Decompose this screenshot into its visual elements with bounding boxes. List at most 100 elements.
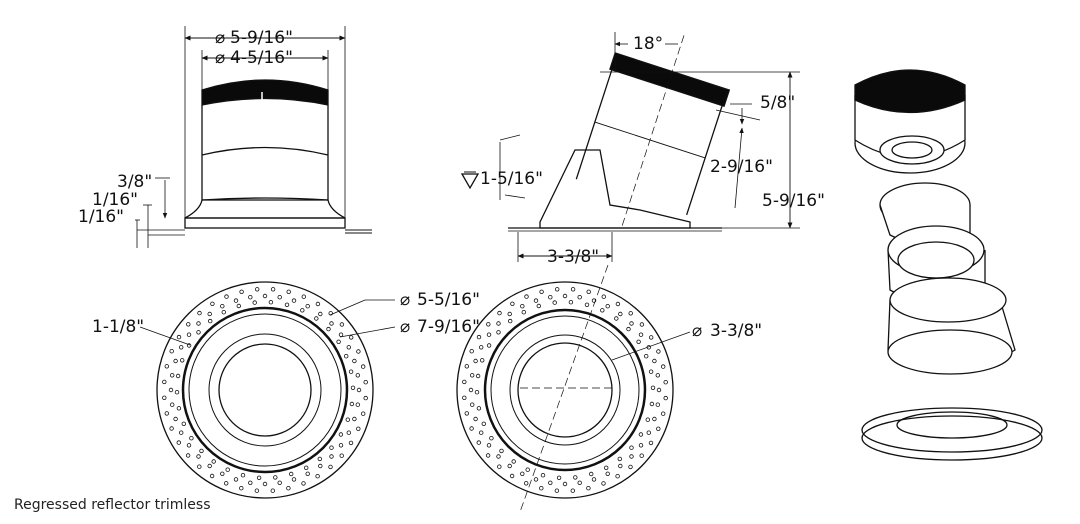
- perforation-hole: [301, 481, 306, 486]
- dim-plan-offset: 1-1/8": [92, 317, 144, 337]
- perforation-hole: [338, 332, 344, 337]
- perforation-hole: [605, 471, 610, 476]
- perforation-hole: [301, 294, 306, 299]
- perforation-hole: [661, 411, 666, 416]
- perforation-hole: [197, 464, 202, 469]
- perforation-hole: [338, 443, 344, 448]
- front-elevation: [135, 26, 372, 248]
- perforation-hole: [262, 293, 268, 299]
- dim-flange-step-2: 1/16": [78, 207, 124, 227]
- perforation-hole: [315, 301, 321, 307]
- perforation-hole: [210, 301, 215, 306]
- perforation-hole: [497, 310, 502, 316]
- perforation-hole: [626, 326, 631, 332]
- perforation-hole: [497, 464, 502, 469]
- perforation-hole: [356, 426, 361, 431]
- caption: Regressed reflector trimless: [14, 497, 211, 513]
- perforation-hole: [314, 316, 319, 321]
- perforation-hole: [355, 373, 360, 378]
- perforation-hole: [189, 436, 194, 441]
- perforation-hole: [470, 373, 475, 378]
- perforation-hole: [277, 480, 282, 485]
- dim-side-overall-height: 5-9/16": [762, 191, 825, 211]
- dim-front-inner-diameter: 4-5/16": [230, 48, 293, 68]
- perforation-hole: [508, 318, 513, 324]
- perforation-hole: [648, 440, 654, 446]
- perforation-hole: [570, 287, 576, 292]
- perforation-hole: [489, 436, 494, 441]
- perforation-hole: [162, 395, 167, 400]
- perforation-hole: [162, 379, 167, 385]
- perforation-hole: [524, 481, 529, 486]
- perforation-hole: [586, 486, 591, 491]
- perforation-hole: [268, 300, 274, 305]
- perforation-hole: [339, 453, 344, 458]
- perforation-hole: [254, 488, 260, 493]
- mounting-holes-left: [162, 287, 368, 493]
- perforation-hole: [638, 443, 644, 448]
- dim-plan-aperture-diameter: 3-3/8": [710, 321, 762, 341]
- perforation-hole: [196, 321, 201, 326]
- perforation-hole: [345, 417, 350, 422]
- perforation-hole: [262, 481, 268, 487]
- perforation-hole: [239, 486, 244, 491]
- perforation-hole: [476, 334, 482, 340]
- perforation-hole: [304, 465, 309, 470]
- perforation-hole: [485, 453, 491, 458]
- perforation-hole: [655, 402, 660, 407]
- perforation-hole: [604, 465, 609, 470]
- perforation-hole: [168, 387, 174, 393]
- perforation-hole: [540, 473, 546, 478]
- perforation-hole: [539, 486, 544, 491]
- perforation-hole: [661, 364, 666, 369]
- perforation-hole: [628, 311, 633, 316]
- perforation-hole: [629, 321, 634, 326]
- perforation-hole: [481, 421, 486, 426]
- perforation-hole: [615, 301, 621, 307]
- perforation-hole: [615, 474, 620, 479]
- perforation-hole: [652, 416, 657, 422]
- perforation-hole: [300, 308, 305, 313]
- perforation-hole: [346, 345, 351, 350]
- perforation-hole: [224, 294, 229, 299]
- perforation-hole: [469, 349, 474, 354]
- perforation-hole: [197, 310, 202, 316]
- perforation-hole: [178, 430, 184, 435]
- diameter-symbol-4: ⌀: [400, 317, 410, 337]
- perforation-hole: [656, 349, 661, 354]
- perforation-hole: [648, 369, 654, 374]
- perforation-hole: [486, 443, 492, 448]
- perforation-hole: [552, 300, 557, 305]
- perforation-hole: [499, 448, 504, 454]
- perforation-hole: [562, 293, 568, 299]
- perforation-hole: [486, 322, 491, 327]
- perforation-hole: [510, 301, 515, 306]
- side-elevation: [460, 32, 800, 262]
- perforation-hole: [363, 380, 368, 385]
- perforation-hole: [601, 294, 606, 299]
- perforation-hole: [617, 456, 622, 462]
- diameter-symbol-5: ⌀: [692, 321, 702, 341]
- perforation-hole: [470, 402, 475, 407]
- perforation-hole: [614, 316, 619, 321]
- perforation-hole: [209, 473, 215, 479]
- perforation-hole: [589, 471, 594, 477]
- perforation-hole: [638, 332, 644, 337]
- dim-front-outer-diameter: 5-9/16": [230, 28, 293, 48]
- perforation-hole: [656, 426, 661, 431]
- perforation-hole: [496, 330, 501, 335]
- perforation-hole: [644, 354, 649, 359]
- perforation-hole: [169, 349, 174, 354]
- perforation-hole: [649, 335, 654, 340]
- perforation-hole: [270, 287, 276, 292]
- perforation-hole: [236, 303, 241, 309]
- perforation-hole: [344, 354, 349, 359]
- perforation-hole: [186, 322, 191, 327]
- perforation-hole: [496, 454, 501, 459]
- perforation-hole: [639, 453, 644, 458]
- perforation-hole: [356, 387, 362, 393]
- perforation-hole: [570, 488, 575, 493]
- perforation-hole: [239, 289, 244, 294]
- dim-side-regress: 1-5/16": [480, 169, 543, 189]
